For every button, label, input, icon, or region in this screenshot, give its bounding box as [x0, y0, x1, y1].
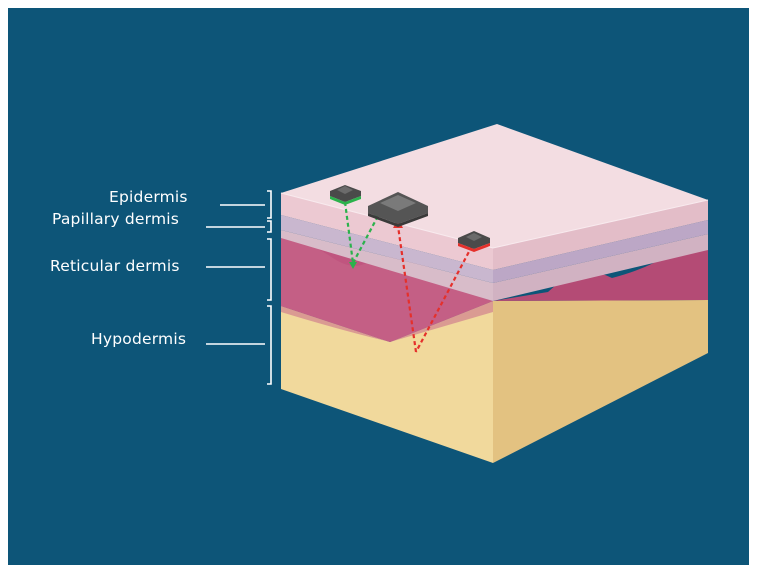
hypodermis-right-face — [493, 300, 708, 463]
hypodermis-label: Hypodermis — [91, 330, 186, 348]
reticular-dermis-label: Reticular dermis — [50, 257, 180, 275]
reticular-dermis-bracket — [267, 239, 271, 300]
epidermis-label: Epidermis — [109, 188, 188, 206]
papillary-dermis-label: Papillary dermis — [52, 210, 179, 228]
hypodermis-bracket — [267, 306, 271, 384]
papillary-dermis-bracket — [267, 221, 271, 232]
epidermis-bracket — [267, 191, 271, 218]
